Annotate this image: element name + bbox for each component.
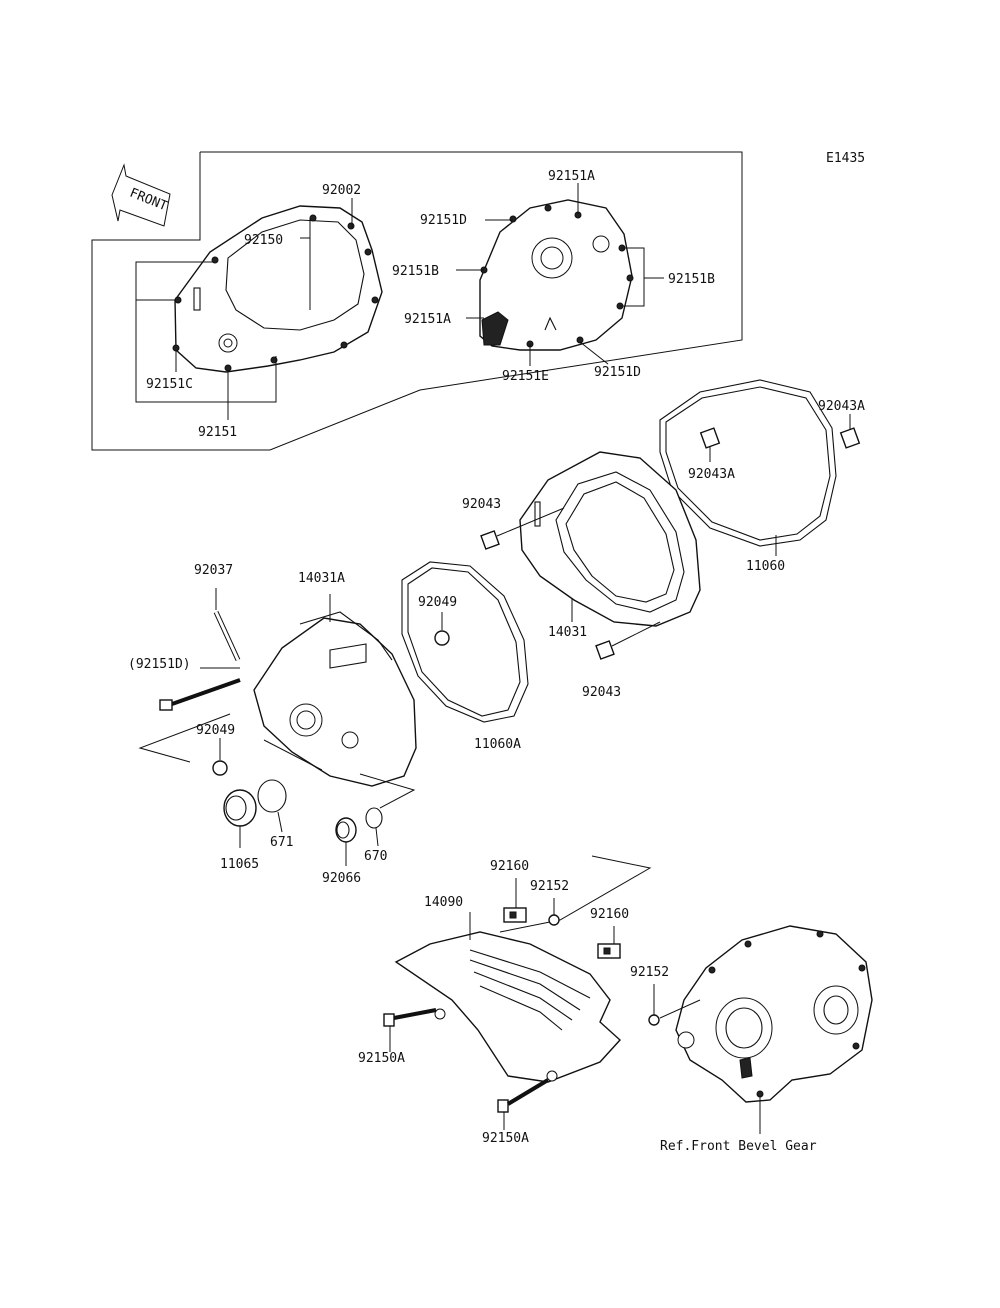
label-92152-left: 92152 <box>530 879 569 894</box>
label-92151D-top: 92151D <box>420 213 467 228</box>
label-92043A-mid: 92043A <box>688 467 735 482</box>
label-92151D-paren: (92151D) <box>128 657 191 672</box>
label-92152-right: 92152 <box>630 965 669 980</box>
label-92150A-bottom: 92150A <box>482 1131 529 1146</box>
label-92151A-top: 92151A <box>548 169 595 184</box>
oring-671 <box>257 779 287 813</box>
label-92043-top: 92043 <box>462 497 501 512</box>
label-92043A-right: 92043A <box>818 399 865 414</box>
label-92160-left: 92160 <box>490 859 529 874</box>
label-92151C: 92151C <box>146 377 193 392</box>
label-92151E: 92151E <box>502 369 549 384</box>
bracket-92151C <box>135 261 277 403</box>
reference-note: Ref.Front Bevel Gear <box>660 1139 817 1154</box>
guard-14090 <box>394 931 621 1083</box>
left-cover-outline <box>172 205 383 373</box>
right-cover-outline <box>479 199 634 351</box>
bolt-92151D <box>159 678 241 711</box>
dowel-92043-top <box>480 530 500 550</box>
label-92151: 92151 <box>198 425 237 440</box>
label-14031: 14031 <box>548 625 587 640</box>
dowel-92043A-mid <box>699 427 721 449</box>
bracket-92151B-right <box>620 247 645 307</box>
front-arrow-icon: FRONT <box>111 163 171 227</box>
leader-92151D-bottom <box>579 341 609 365</box>
cover-14031 <box>519 451 701 627</box>
detail-frame <box>91 151 743 451</box>
front-arrow-text: FRONT <box>127 186 169 215</box>
collar-92049-left <box>212 760 228 776</box>
label-671: 671 <box>270 835 293 850</box>
label-14090: 14090 <box>424 895 463 910</box>
bolt-92150A-bottom <box>497 1078 550 1113</box>
label-11060A: 11060A <box>474 737 521 752</box>
bevel-gear-case <box>675 925 873 1103</box>
dowel-92043-bottom <box>595 640 615 660</box>
label-92150A-left: 92150A <box>358 1051 405 1066</box>
bracket-14090 <box>499 855 652 933</box>
oring-670 <box>365 807 383 829</box>
leader-671 <box>277 811 283 833</box>
label-92049-left: 92049 <box>196 723 235 738</box>
rod-92037 <box>213 610 241 662</box>
label-92037: 92037 <box>194 563 233 578</box>
label-92150: 92150 <box>244 233 283 248</box>
collar-92049-gasket <box>434 630 450 646</box>
axis-plug-11065 <box>263 739 323 771</box>
damper-92160-right <box>597 943 621 959</box>
leader-92043-top-axis <box>496 507 565 537</box>
collar-92152-right <box>648 1014 660 1026</box>
label-92151B-left: 92151B <box>392 264 439 279</box>
bolt-92150A-left <box>383 1008 437 1027</box>
bracket-left-92049 <box>138 713 231 763</box>
leader-670 <box>375 827 379 847</box>
label-92066: 92066 <box>322 871 361 886</box>
bracket-670 <box>359 773 416 809</box>
cover-14031A <box>253 611 417 787</box>
label-11060: 11060 <box>746 559 785 574</box>
label-92043-bottom: 92043 <box>582 685 621 700</box>
leader-92043-bottom-axis <box>611 621 661 647</box>
label-670: 670 <box>364 849 387 864</box>
label-92151B-right: 92151B <box>668 272 715 287</box>
gasket-11060A <box>401 561 529 723</box>
collar-92152-left <box>548 914 560 926</box>
label-92151D-bottom: 92151D <box>594 365 641 380</box>
plug-11065 <box>223 789 257 827</box>
dowel-92043A-right <box>839 427 861 449</box>
diagram-code: E1435 <box>826 151 865 166</box>
label-11065: 11065 <box>220 857 259 872</box>
damper-92160-left <box>503 907 527 923</box>
label-92151A-left: 92151A <box>404 312 451 327</box>
plug-92066 <box>335 817 357 843</box>
label-14031A: 14031A <box>298 571 345 586</box>
label-92002: 92002 <box>322 183 361 198</box>
axis-bevel <box>659 999 701 1019</box>
label-92160-right: 92160 <box>590 907 629 922</box>
label-92049-gasket: 92049 <box>418 595 457 610</box>
